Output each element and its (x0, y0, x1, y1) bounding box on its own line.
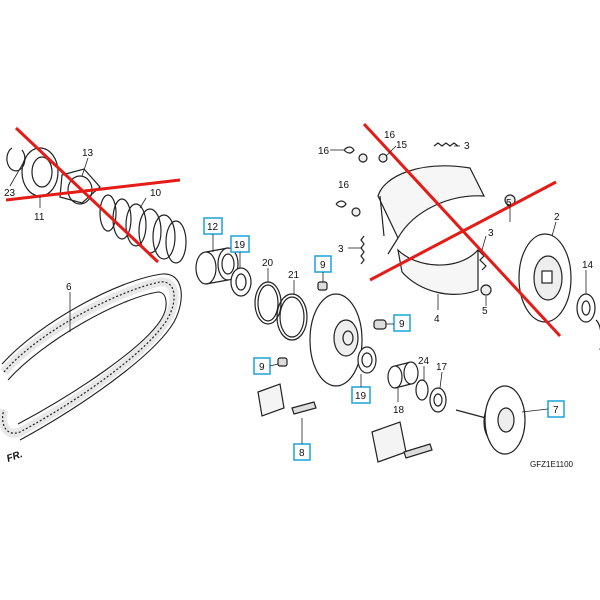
label-24: 24 (418, 356, 430, 367)
middle-parts (195, 247, 526, 463)
part-labels: 23 11 13 10 6 12 19 20 21 9 9 9 8 19 18 … (4, 130, 594, 459)
grease-pack-part-7 (371, 421, 433, 463)
spring-part-3c (477, 249, 487, 271)
label-5-top: 5 (506, 198, 512, 209)
red-cross-line (5, 178, 181, 202)
washer-part-15 (358, 153, 368, 163)
label-6: 6 (66, 282, 72, 293)
clip-part-16a (343, 146, 355, 154)
pin-part-9c (277, 357, 288, 367)
label-21: 21 (288, 270, 300, 281)
driven-pulley-part-7 (455, 385, 526, 455)
spring-part-3b (360, 235, 365, 265)
label-3-top: 3 (464, 141, 470, 152)
leader-lines (9, 145, 587, 444)
label-15: 15 (396, 140, 408, 151)
bearing-part-19a (230, 267, 252, 297)
highlight-box (393, 314, 411, 332)
label-7: 7 (553, 405, 559, 416)
red-cross-line (14, 126, 160, 264)
label-9-left: 9 (259, 362, 265, 373)
label-16-top: 16 (318, 146, 330, 157)
driven-face-plate (309, 293, 363, 387)
label-4: 4 (434, 314, 440, 325)
clutch-shoe-part-4 (377, 165, 486, 295)
drive-plate-part-2 (518, 233, 572, 323)
label-5-bottom: 5 (482, 306, 488, 317)
label-16-upper: 16 (384, 130, 396, 141)
pin-part-5b (480, 284, 492, 296)
drive-belt-part-6 (0, 273, 182, 441)
label-13: 13 (82, 148, 94, 159)
oring-part-21 (276, 293, 308, 341)
red-cross-line (369, 180, 557, 282)
label-3-left: 3 (338, 244, 344, 255)
ring-part-24 (415, 379, 429, 401)
sleeve-part-18 (387, 361, 419, 389)
label-8: 8 (299, 448, 305, 459)
bearing-part-19b (357, 346, 377, 374)
label-2: 2 (554, 212, 560, 223)
label-16-mid: 16 (338, 180, 350, 191)
front-direction-mark: FR. (5, 449, 24, 465)
label-3-right: 3 (488, 228, 494, 239)
label-14: 14 (582, 260, 594, 271)
label-19-upper: 19 (234, 240, 246, 251)
label-11: 11 (34, 212, 45, 223)
label-19-lower: 19 (355, 391, 367, 402)
clip-part-16b (335, 200, 347, 208)
diagram-code: GFZ1E1100 (530, 460, 574, 469)
label-9-right: 9 (399, 319, 405, 330)
bearing-part-17 (429, 387, 447, 413)
label-17: 17 (436, 362, 448, 373)
circlip-part-23 (6, 147, 26, 172)
collar-part-12 (195, 247, 239, 285)
crossed-out-marks (5, 122, 562, 338)
washer-part-14 (576, 293, 596, 323)
label-12: 12 (207, 222, 219, 233)
label-20: 20 (262, 258, 274, 269)
grease-pack-part-8 (257, 383, 317, 417)
label-18: 18 (393, 405, 405, 416)
label-10: 10 (150, 188, 162, 199)
label-9-top: 9 (320, 260, 326, 271)
clutch-assembly (335, 142, 600, 350)
pin-part-9a (317, 281, 328, 291)
pin-part-9b (373, 319, 387, 330)
spring-part-3a (433, 142, 459, 147)
label-23: 23 (4, 188, 16, 199)
spring-part-10 (99, 194, 187, 264)
outer-housing-edge (595, 319, 600, 350)
